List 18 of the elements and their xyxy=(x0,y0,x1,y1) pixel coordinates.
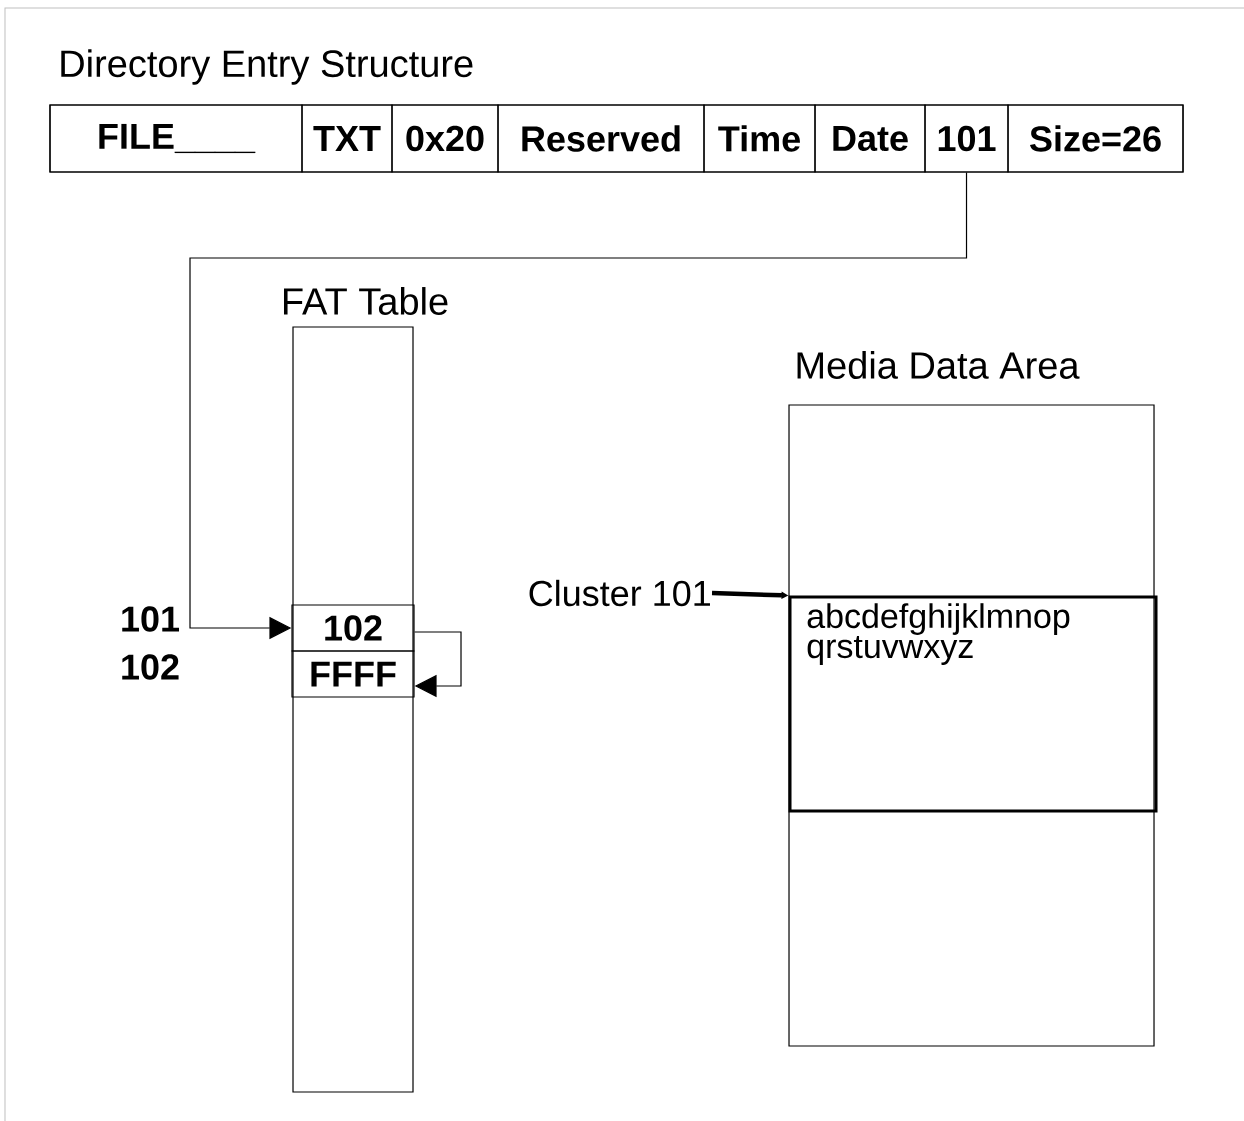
cluster-box: abcdefghijklmnop qrstuvwxyz xyxy=(788,595,1158,813)
node-label: FAT Table xyxy=(284,287,448,315)
table-cell: 0x20 xyxy=(391,104,499,173)
table-cell: Date xyxy=(814,104,926,173)
node-label: Directory Entry Structure xyxy=(61,49,473,85)
table-cell: FILE____ xyxy=(49,104,303,173)
table-cell: TXT xyxy=(301,104,393,173)
table-cell: Size=26 xyxy=(1007,104,1184,173)
fat-entry-cell: FFFF xyxy=(291,650,415,698)
cluster-label: Cluster 101 xyxy=(529,579,710,607)
arrow xyxy=(414,631,462,698)
fat-entry-cell: 102 xyxy=(291,604,415,652)
table-cell: 101 xyxy=(924,104,1009,173)
row-number: 101 xyxy=(122,606,179,632)
table-cell: Reserved xyxy=(497,104,705,173)
node-label: Media Data Area xyxy=(797,351,1080,379)
table-cell: Time xyxy=(703,104,816,173)
row-number: 102 xyxy=(122,654,179,680)
